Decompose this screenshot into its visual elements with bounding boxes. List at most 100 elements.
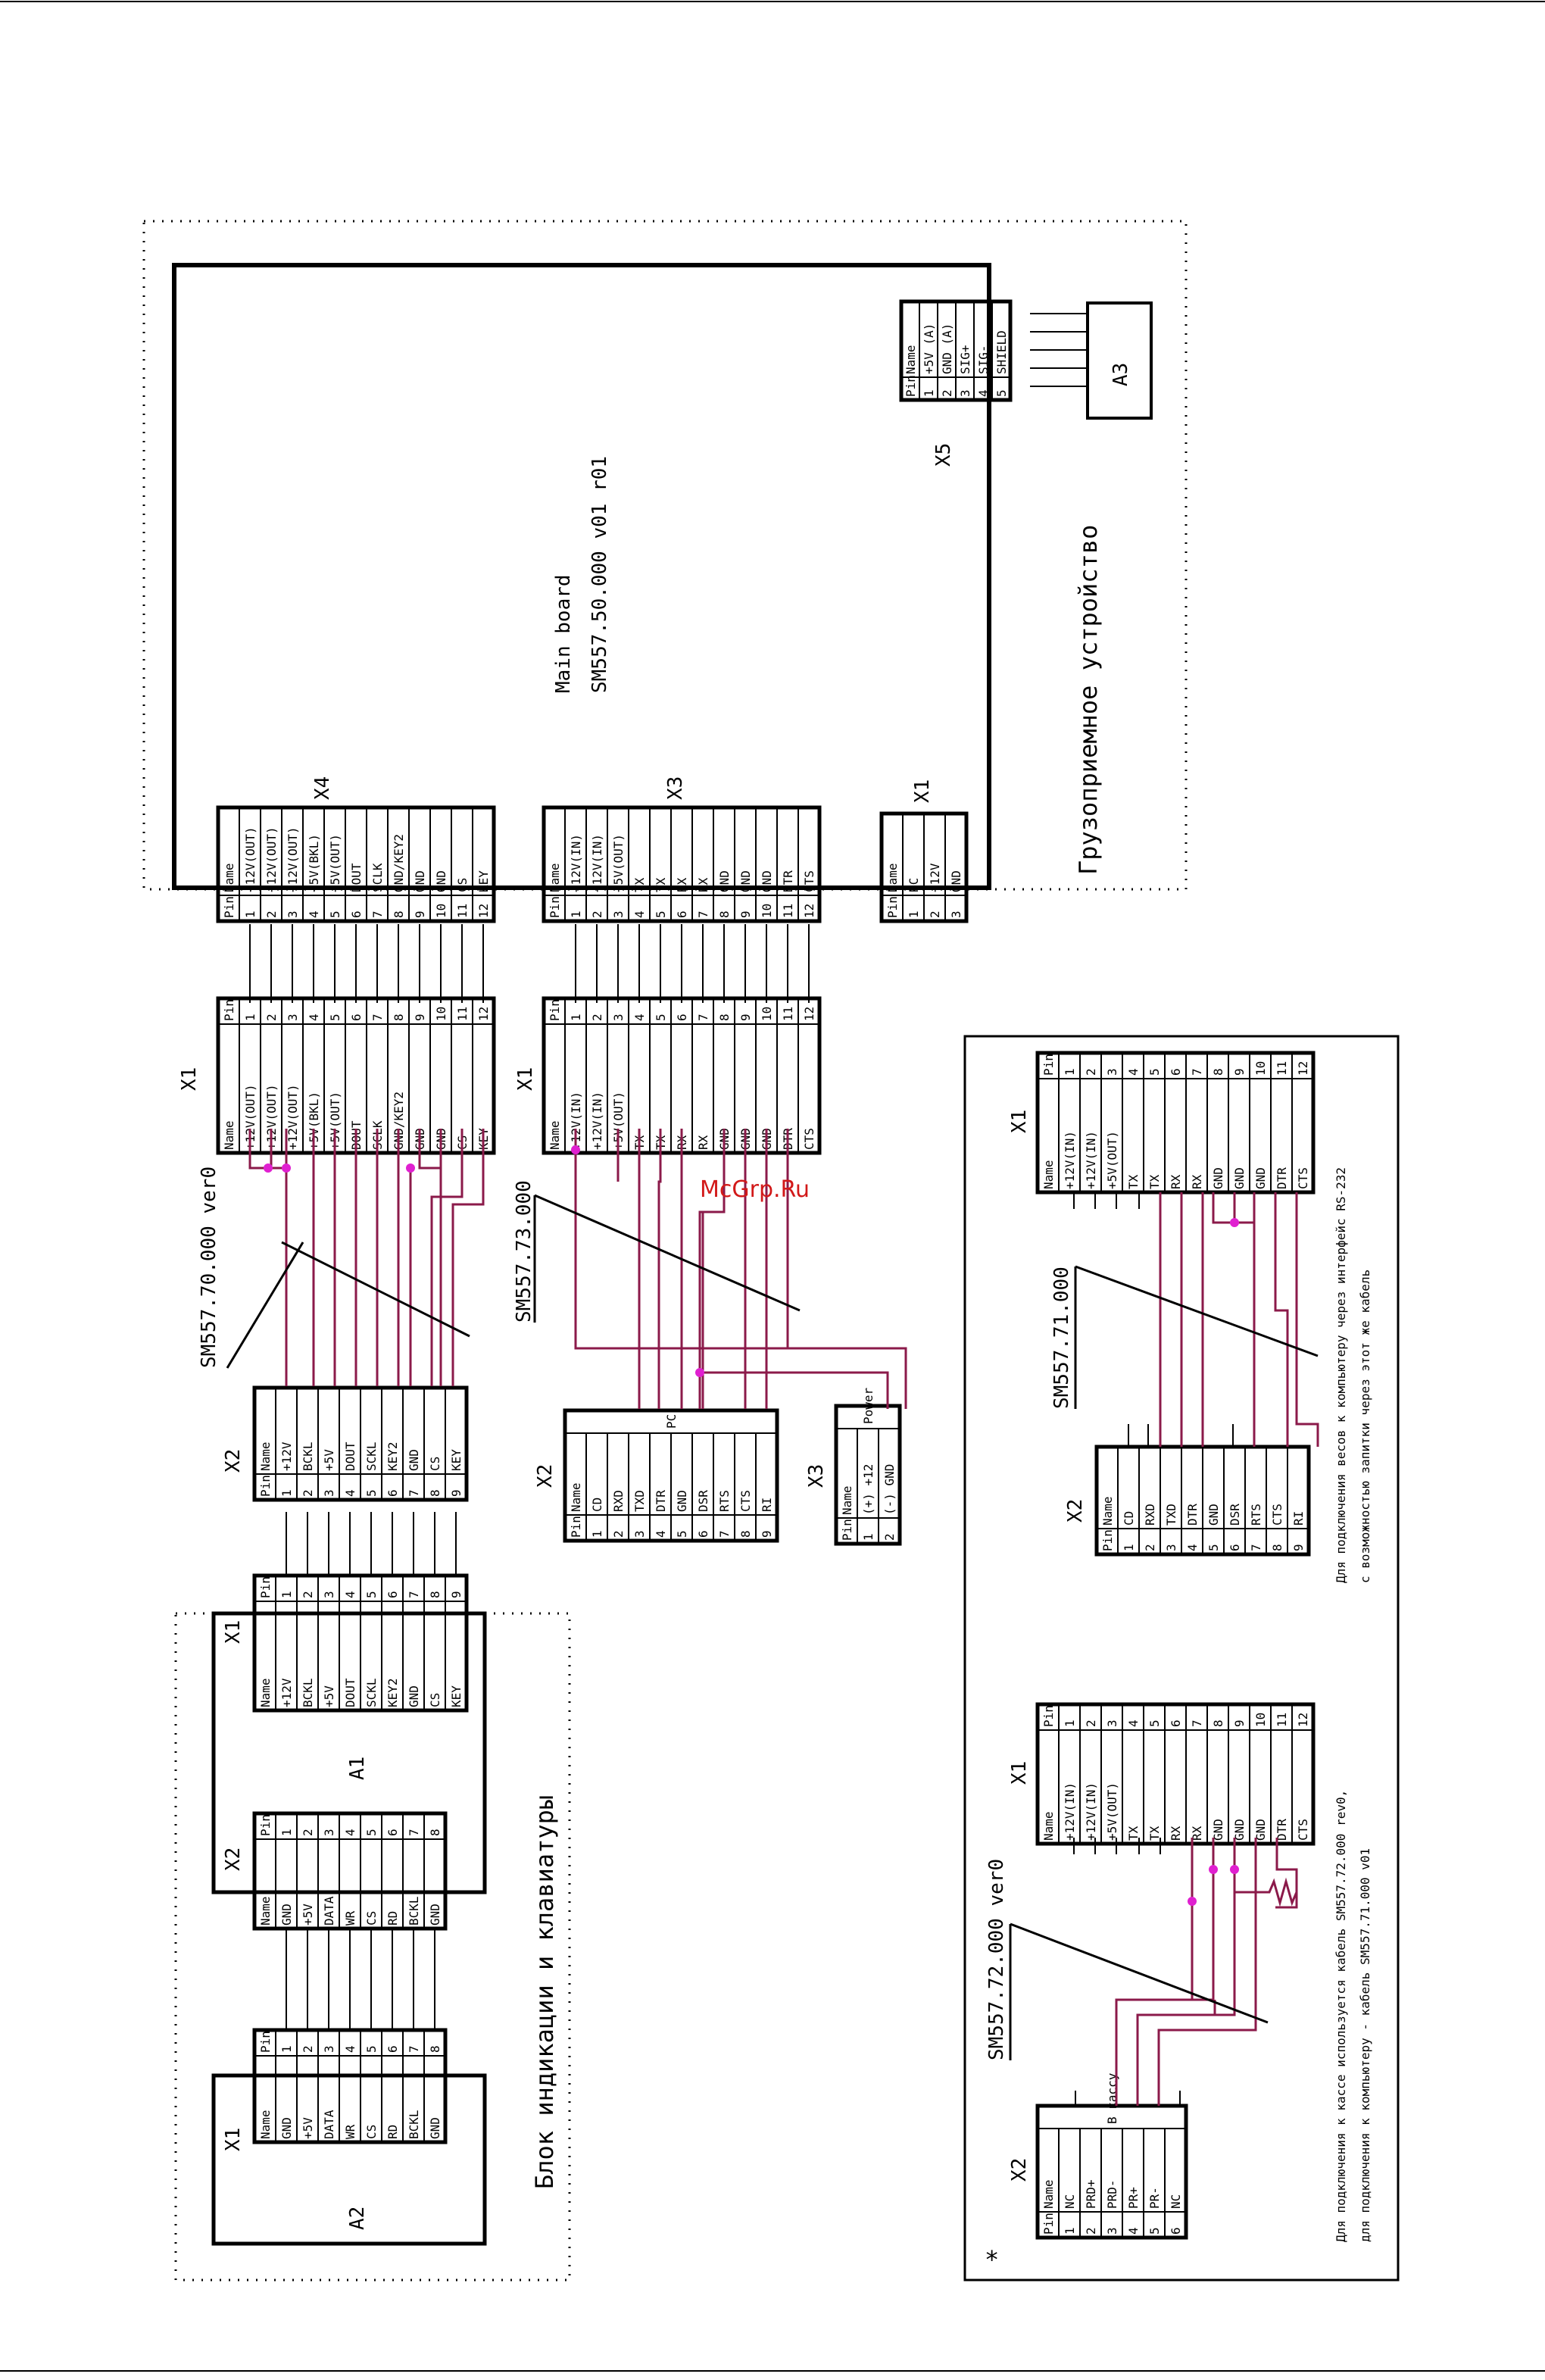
c73_x1-pin: 2 <box>590 1014 604 1021</box>
c70_x2-pin: 7 <box>407 1489 421 1497</box>
a1_x1-pin-name: DOUT <box>343 1678 357 1707</box>
a1_x2-pin-name: DATA <box>322 1896 336 1926</box>
c70_x2-pin-name: CS <box>428 1457 442 1471</box>
c71_x1-label: X1 <box>1008 1110 1031 1133</box>
x5-pin: 3 <box>958 389 972 397</box>
connector-c70_x1: PinName1+12V(OUT)2+12V(OUT)3+12V(OUT)4+5… <box>178 996 496 1155</box>
a2_x1-pin: 5 <box>364 2045 379 2053</box>
x5-label: X5 <box>932 443 955 467</box>
mb_x3-pin-name: TX <box>632 877 647 892</box>
connector-c71_x1: PinName1+12V(IN)2+12V(IN)3+5V(OUT)4TX5TX… <box>1008 1051 1316 1195</box>
weighing-device-label: Грузоприемное устройство <box>1074 525 1103 875</box>
c70_x1-pin: 4 <box>307 1014 321 1021</box>
c72_x1-pin: 6 <box>1169 1719 1183 1727</box>
c72_x2-pin-name: PR- <box>1147 2187 1162 2209</box>
c71-junctions <box>1230 1218 1239 1227</box>
mb_x3-pin: 12 <box>802 904 816 918</box>
c73_x1-pin: 7 <box>696 1014 710 1021</box>
a1_x1-pin: 6 <box>385 1591 400 1598</box>
c70_x2-pin-name: DOUT <box>343 1441 357 1471</box>
c70-slash <box>226 1242 304 1369</box>
c71_x1-pin: 1 <box>1063 1068 1077 1076</box>
a2_x1-pin-name: DATA <box>322 2110 336 2139</box>
c72_x1-pin: 4 <box>1126 1719 1141 1727</box>
c72_x2-pin: 1 <box>1063 2227 1077 2235</box>
a1-label: A1 <box>346 1757 369 1780</box>
c71_x2-pin: 2 <box>1143 1544 1157 1551</box>
c73_x3-pin: 2 <box>882 1533 897 1541</box>
c72_x1-pin: 1 <box>1063 1719 1077 1727</box>
c73_x2-pin-name: GND <box>675 1490 689 1512</box>
c72_x1-pin: 10 <box>1253 1713 1268 1727</box>
c73_x2-header-pin: Pin <box>569 1516 583 1538</box>
c73_x1-pin: 12 <box>802 1007 816 1021</box>
c73_x1-pin: 8 <box>717 1014 732 1021</box>
c73_x1-pin: 10 <box>760 1007 774 1021</box>
mb_x3-pin: 9 <box>738 910 753 918</box>
c70_x2-header-pin: Pin <box>258 1475 273 1497</box>
a2_x1-pin-name: WR <box>343 2124 357 2139</box>
c71_x1-pin: 8 <box>1211 1068 1225 1076</box>
c72_x1-pin: 5 <box>1147 1719 1162 1727</box>
connector-c71_x2: PinName1CD2RXD3TXD4DTR5GND6DSR7RTS8CTS9R… <box>1064 1445 1311 1557</box>
a1_x1-pin-name: KEY2 <box>385 1678 400 1707</box>
a3-box <box>1086 301 1153 420</box>
connector-c73_x1: PinName1+12V(IN)2+12V(IN)3+5V(OUT)4TX5TX… <box>514 996 822 1155</box>
c73_x1-pin: 6 <box>675 1014 689 1021</box>
c70_x1-pin: 8 <box>392 1014 406 1021</box>
x5-pin: 2 <box>940 389 954 397</box>
c70_x1-pin-name: +12V(OUT) <box>243 1084 258 1150</box>
mb_x4-pin: 9 <box>413 910 427 918</box>
mb_x1-label: X1 <box>911 779 934 803</box>
c70_x1-pin-name: +5V(OUT) <box>328 1092 342 1150</box>
c73_x3-frame <box>834 1404 902 1546</box>
mb_x3-pin: 2 <box>590 910 604 918</box>
note-rs232-line2: с возможностью запитки через этот же каб… <box>1358 1270 1372 1583</box>
c70_x2-label: X2 <box>222 1449 245 1473</box>
c70_x2-pin: 5 <box>364 1489 379 1497</box>
a1_x2-pin: 7 <box>407 1829 421 1836</box>
x5-a3-wires <box>1030 313 1088 387</box>
c73_x1-pin: 4 <box>632 1014 647 1021</box>
c71_x2-header-pin: Pin <box>1100 1529 1115 1551</box>
c71_x1-pin: 6 <box>1169 1068 1183 1076</box>
c71_x1-header-pin: Pin <box>1041 1054 1056 1076</box>
c70_x2-header-name: Name <box>258 1441 273 1471</box>
c72_x2-pin: 6 <box>1169 2227 1183 2235</box>
mb_x3-frame <box>542 805 822 923</box>
a1_x2-pin: 3 <box>322 1829 336 1836</box>
c70_x2-pin-name: KEY <box>449 1449 464 1471</box>
c73-cable-label: SM557.73.000 <box>513 1180 535 1323</box>
c73_x3-pin-name: (-) GND <box>882 1464 897 1515</box>
c73-wires <box>574 1129 907 1409</box>
c71_x1-pin: 12 <box>1296 1061 1310 1076</box>
mb_x4-pin-name: GND <box>434 870 448 892</box>
a1_x1-header-pin: Pin <box>258 1576 273 1598</box>
x5-pin: 5 <box>994 389 1009 397</box>
main-board-model: SM557.50.000 v01 r01 <box>588 456 611 693</box>
c72_x1-pin-name: DTR <box>1275 1819 1289 1841</box>
x5-pin-name: +5V (A) <box>922 323 936 374</box>
mb_x3-pin-name: CTS <box>802 870 816 892</box>
a1_x1-pin-name: KEY <box>449 1685 464 1707</box>
mb_x4-pin-name: +12V(OUT) <box>264 826 279 892</box>
c70_x2-pin: 9 <box>449 1489 464 1497</box>
c71_x1-pin: 11 <box>1275 1061 1289 1076</box>
mb_x1-header-name: Name <box>885 863 900 892</box>
a2_x1-pin: 8 <box>428 2045 442 2053</box>
c72_x1-pin-name: CTS <box>1296 1819 1310 1841</box>
mb_x4-pin-name: DOUT <box>349 863 364 892</box>
connector-c70_x2: PinName1+12V2BCKL3+5V4DOUT5SCKL6KEY27GND… <box>222 1385 469 1502</box>
mb_x3-pin-name: RX <box>675 877 689 892</box>
c71_x1-pin-name: GND <box>1211 1167 1225 1189</box>
a1_x1-pin: 4 <box>343 1591 357 1598</box>
connector-c72_x1: PinName1+12V(IN)2+12V(IN)3+5V(OUT)4TX5TX… <box>1008 1702 1316 1846</box>
c71_x2-pin: 1 <box>1122 1544 1136 1551</box>
c73_x2-pin: 3 <box>632 1530 647 1538</box>
c70_x1-header-pin: Pin <box>222 999 236 1021</box>
c72_x2-pin: 5 <box>1147 2227 1162 2235</box>
connector-c73_x2: PCPinName1CD2RXD3TXD4DTR5GND6DSR7RTS8CTS… <box>534 1408 779 1543</box>
c73_x2-pin: 6 <box>696 1530 710 1538</box>
